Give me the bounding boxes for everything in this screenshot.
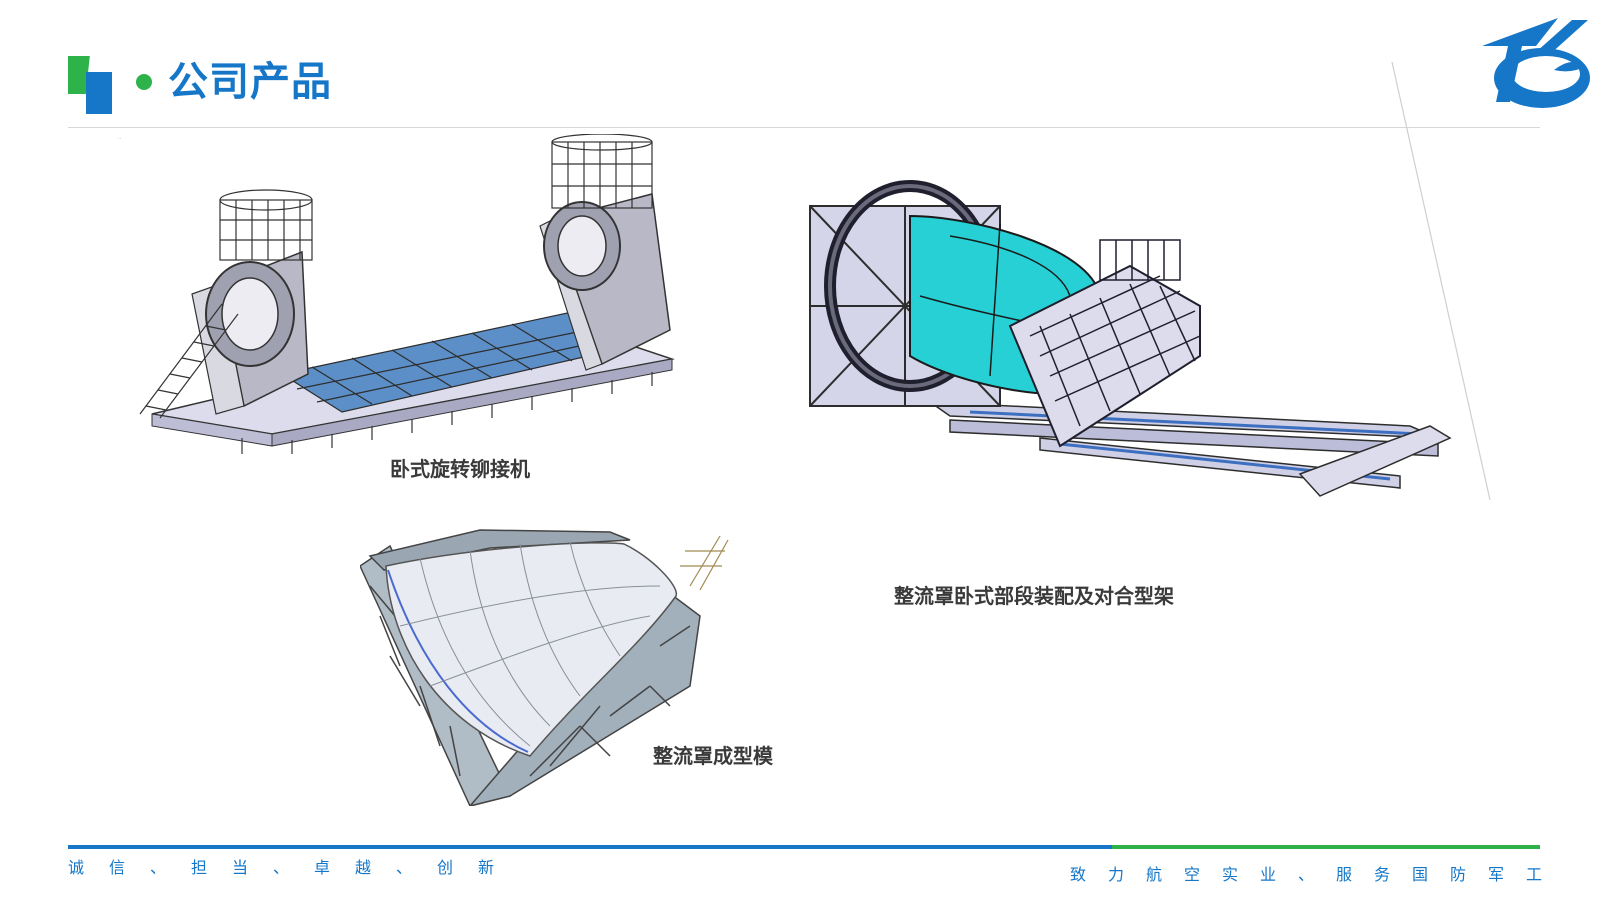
footer-slogan-left: 诚信、担当、卓越、创新 <box>68 858 520 877</box>
header-accent-icon <box>68 56 112 114</box>
page-marker: ·· <box>118 136 122 142</box>
rotary-riveting-machine-image <box>139 134 675 454</box>
company-logo-icon <box>1482 18 1590 108</box>
product-caption-fairing-assembly-jig: 整流罩卧式部段装配及对合型架 <box>894 584 1174 608</box>
fairing-assembly-jig-image <box>809 180 1452 497</box>
fairing-forming-mold-image <box>360 529 729 806</box>
footer-divider-blue <box>68 845 1112 849</box>
page-title: 公司产品 <box>168 59 332 105</box>
footer-divider-green <box>1112 845 1540 849</box>
product-caption-forming-mold: 整流罩成型模 <box>653 744 773 768</box>
header-divider <box>68 127 1540 128</box>
footer-slogan-right: 致力航空实业、服务国防军工 <box>1069 865 1564 884</box>
product-caption-riveting-machine: 卧式旋转铆接机 <box>390 457 530 481</box>
header-bullet <box>136 74 152 90</box>
